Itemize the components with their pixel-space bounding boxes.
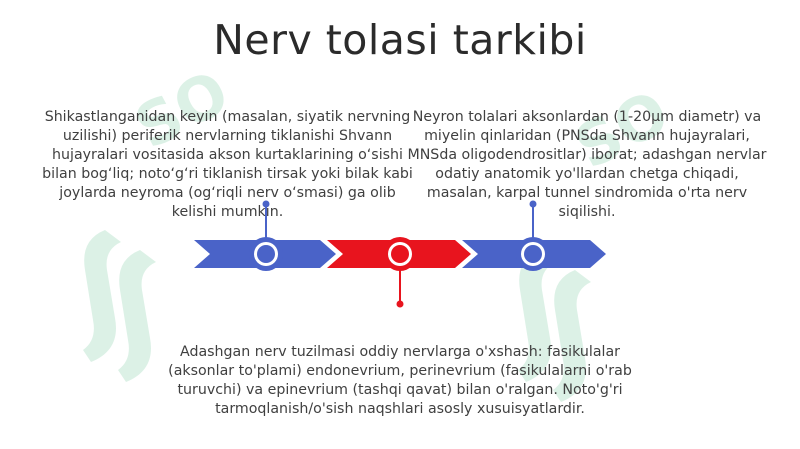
note-bottom: Adashgan nerv tuzilmasi oddiy nervlarga … [168, 344, 632, 417]
slide-title: Nerv tolasi tarkibi [213, 16, 587, 64]
timeline-node-icon-left [249, 237, 283, 271]
note-left: Shikastlanganidan keyin (masalan, siyati… [42, 109, 413, 220]
connector-bottom-dot [396, 300, 404, 308]
timeline-node-icon-center [383, 237, 417, 271]
note-right: Neyron tolalari aksonlardan (1-20μm diam… [407, 109, 767, 220]
connector-right-dot [529, 200, 537, 208]
connector-left-dot [262, 200, 270, 208]
timeline-node-icon-right [516, 237, 550, 271]
